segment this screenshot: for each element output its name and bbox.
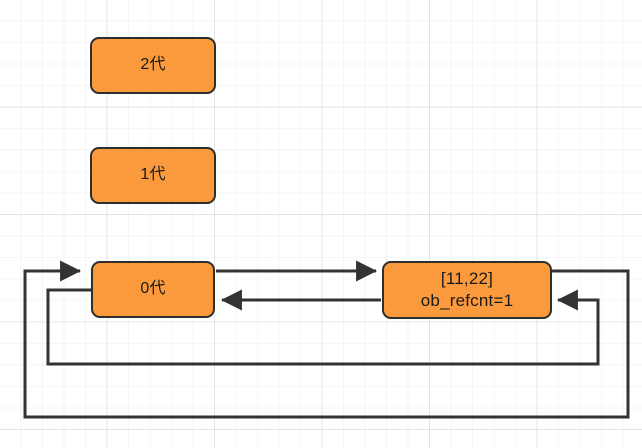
node-generation-1[interactable]: 1代 (90, 147, 216, 204)
node-object-list[interactable]: [11,22] ob_refcnt=1 (382, 261, 552, 319)
node-generation-0-label: 0代 (140, 280, 166, 298)
node-generation-2-label: 2代 (140, 56, 166, 74)
node-generation-2[interactable]: 2代 (90, 37, 216, 94)
node-object-value: [11,22] (440, 269, 494, 289)
node-generation-1-label: 1代 (140, 166, 166, 184)
node-generation-0[interactable]: 0代 (91, 261, 215, 318)
node-object-refcount: ob_refcnt=1 (420, 291, 514, 310)
